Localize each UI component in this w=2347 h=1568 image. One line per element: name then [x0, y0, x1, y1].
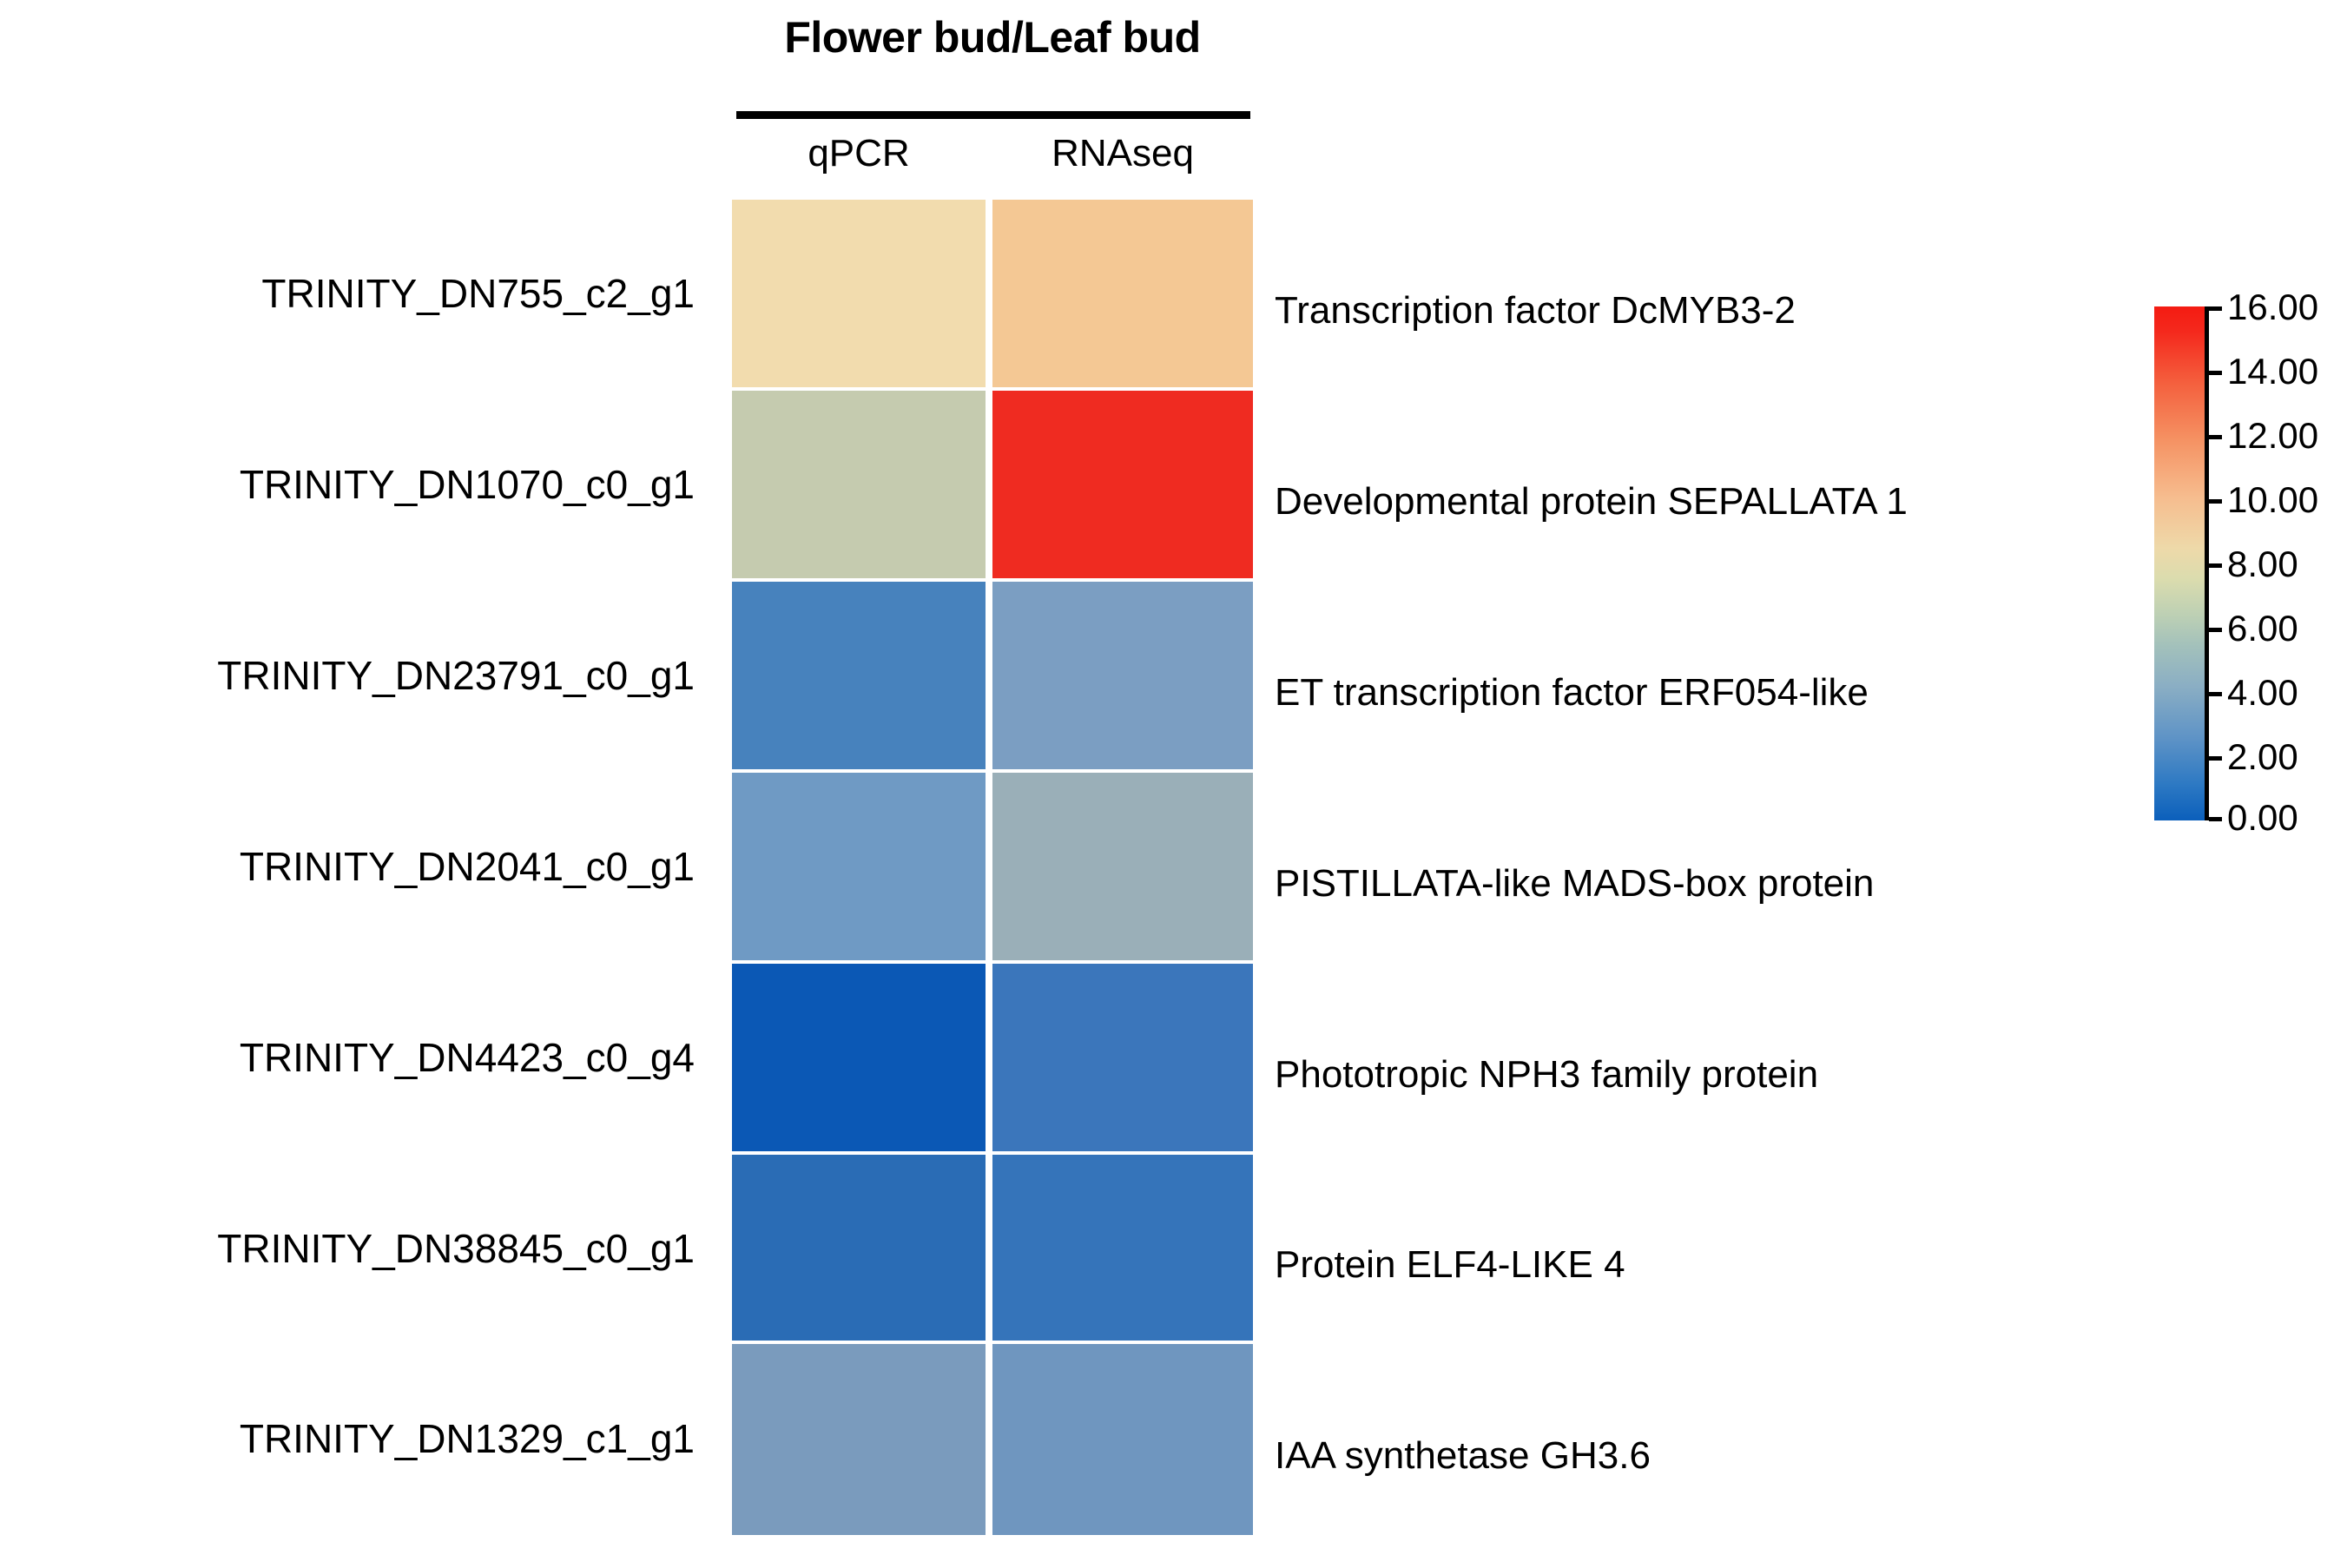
column-header-rnaseq: RNAseq [1052, 132, 1194, 175]
colorbar-axis-line [2205, 306, 2209, 820]
heatmap-cell[interactable] [732, 773, 986, 960]
annotation-0: Transcription factor DcMYB3-2 [1275, 289, 1796, 332]
row-label-1: TRINITY_DN1070_c0_g1 [239, 462, 695, 507]
heatmap-cell[interactable] [992, 1344, 1253, 1535]
group-title-underline [736, 111, 1250, 119]
colorbar-tick-label-8: 8.00 [2227, 544, 2298, 584]
colorbar-tick-label-16: 16.00 [2227, 287, 2319, 327]
colorbar-tick [2209, 563, 2222, 568]
colorbar-legend: 16.00 14.00 12.00 10.00 8.00 6.00 4.00 2… [2154, 289, 2347, 836]
annotation-6: IAA synthetase GH3.6 [1275, 1434, 1651, 1477]
annotation-3: PISTILLATA-like MADS-box protein [1275, 862, 1875, 905]
annotation-5: Protein ELF4-LIKE 4 [1275, 1243, 1625, 1286]
colorbar-gradient [2154, 306, 2205, 820]
colorbar-tick [2209, 628, 2222, 632]
colorbar-tick-label-10: 10.00 [2227, 479, 2319, 520]
heatmap-cell[interactable] [732, 1344, 986, 1535]
row-label-6: TRINITY_DN1329_c1_g1 [239, 1416, 695, 1461]
row-label-2: TRINITY_DN23791_c0_g1 [217, 653, 695, 698]
row-label-0: TRINITY_DN755_c2_g1 [261, 271, 695, 316]
colorbar-tick-label-14: 14.00 [2227, 351, 2319, 392]
colorbar-tick-label-6: 6.00 [2227, 608, 2298, 649]
row-label-3: TRINITY_DN2041_c0_g1 [239, 844, 695, 889]
annotation-4: Phototropic NPH3 family protein [1275, 1053, 1819, 1096]
heatmap-cell[interactable] [992, 964, 1253, 1151]
heatmap-cell[interactable] [732, 391, 986, 578]
heatmap-grid [732, 200, 1253, 1535]
heatmap-cell[interactable] [992, 1155, 1253, 1341]
row-label-5: TRINITY_DN38845_c0_g1 [217, 1226, 695, 1271]
heatmap-cell[interactable] [732, 582, 986, 769]
colorbar-tick [2209, 756, 2222, 761]
heatmap-cell[interactable] [992, 200, 1253, 387]
column-header-qpcr: qPCR [808, 132, 910, 175]
colorbar-tick-label-0: 0.00 [2227, 797, 2298, 838]
colorbar-tick [2209, 499, 2222, 504]
colorbar-tick [2209, 306, 2222, 311]
heatmap-cell[interactable] [992, 773, 1253, 960]
heatmap-cell[interactable] [732, 1155, 986, 1341]
colorbar-tick-label-4: 4.00 [2227, 672, 2298, 713]
colorbar-tick [2209, 817, 2222, 821]
annotation-1: Developmental protein SEPALLATA 1 [1275, 480, 1908, 523]
group-title: Flower bud/Leaf bud [784, 13, 1201, 62]
heatmap-cell[interactable] [732, 964, 986, 1151]
heatmap-cell[interactable] [992, 391, 1253, 578]
colorbar-tick-label-2: 2.00 [2227, 736, 2298, 777]
heatmap-cell[interactable] [732, 200, 986, 387]
row-label-4: TRINITY_DN4423_c0_g4 [239, 1035, 695, 1080]
annotation-2: ET transcription factor ERF054-like [1275, 671, 1869, 714]
colorbar-tick [2209, 371, 2222, 375]
colorbar-tick [2209, 435, 2222, 439]
colorbar-tick [2209, 692, 2222, 696]
colorbar-tick-label-12: 12.00 [2227, 415, 2319, 456]
heatmap-cell[interactable] [992, 582, 1253, 769]
